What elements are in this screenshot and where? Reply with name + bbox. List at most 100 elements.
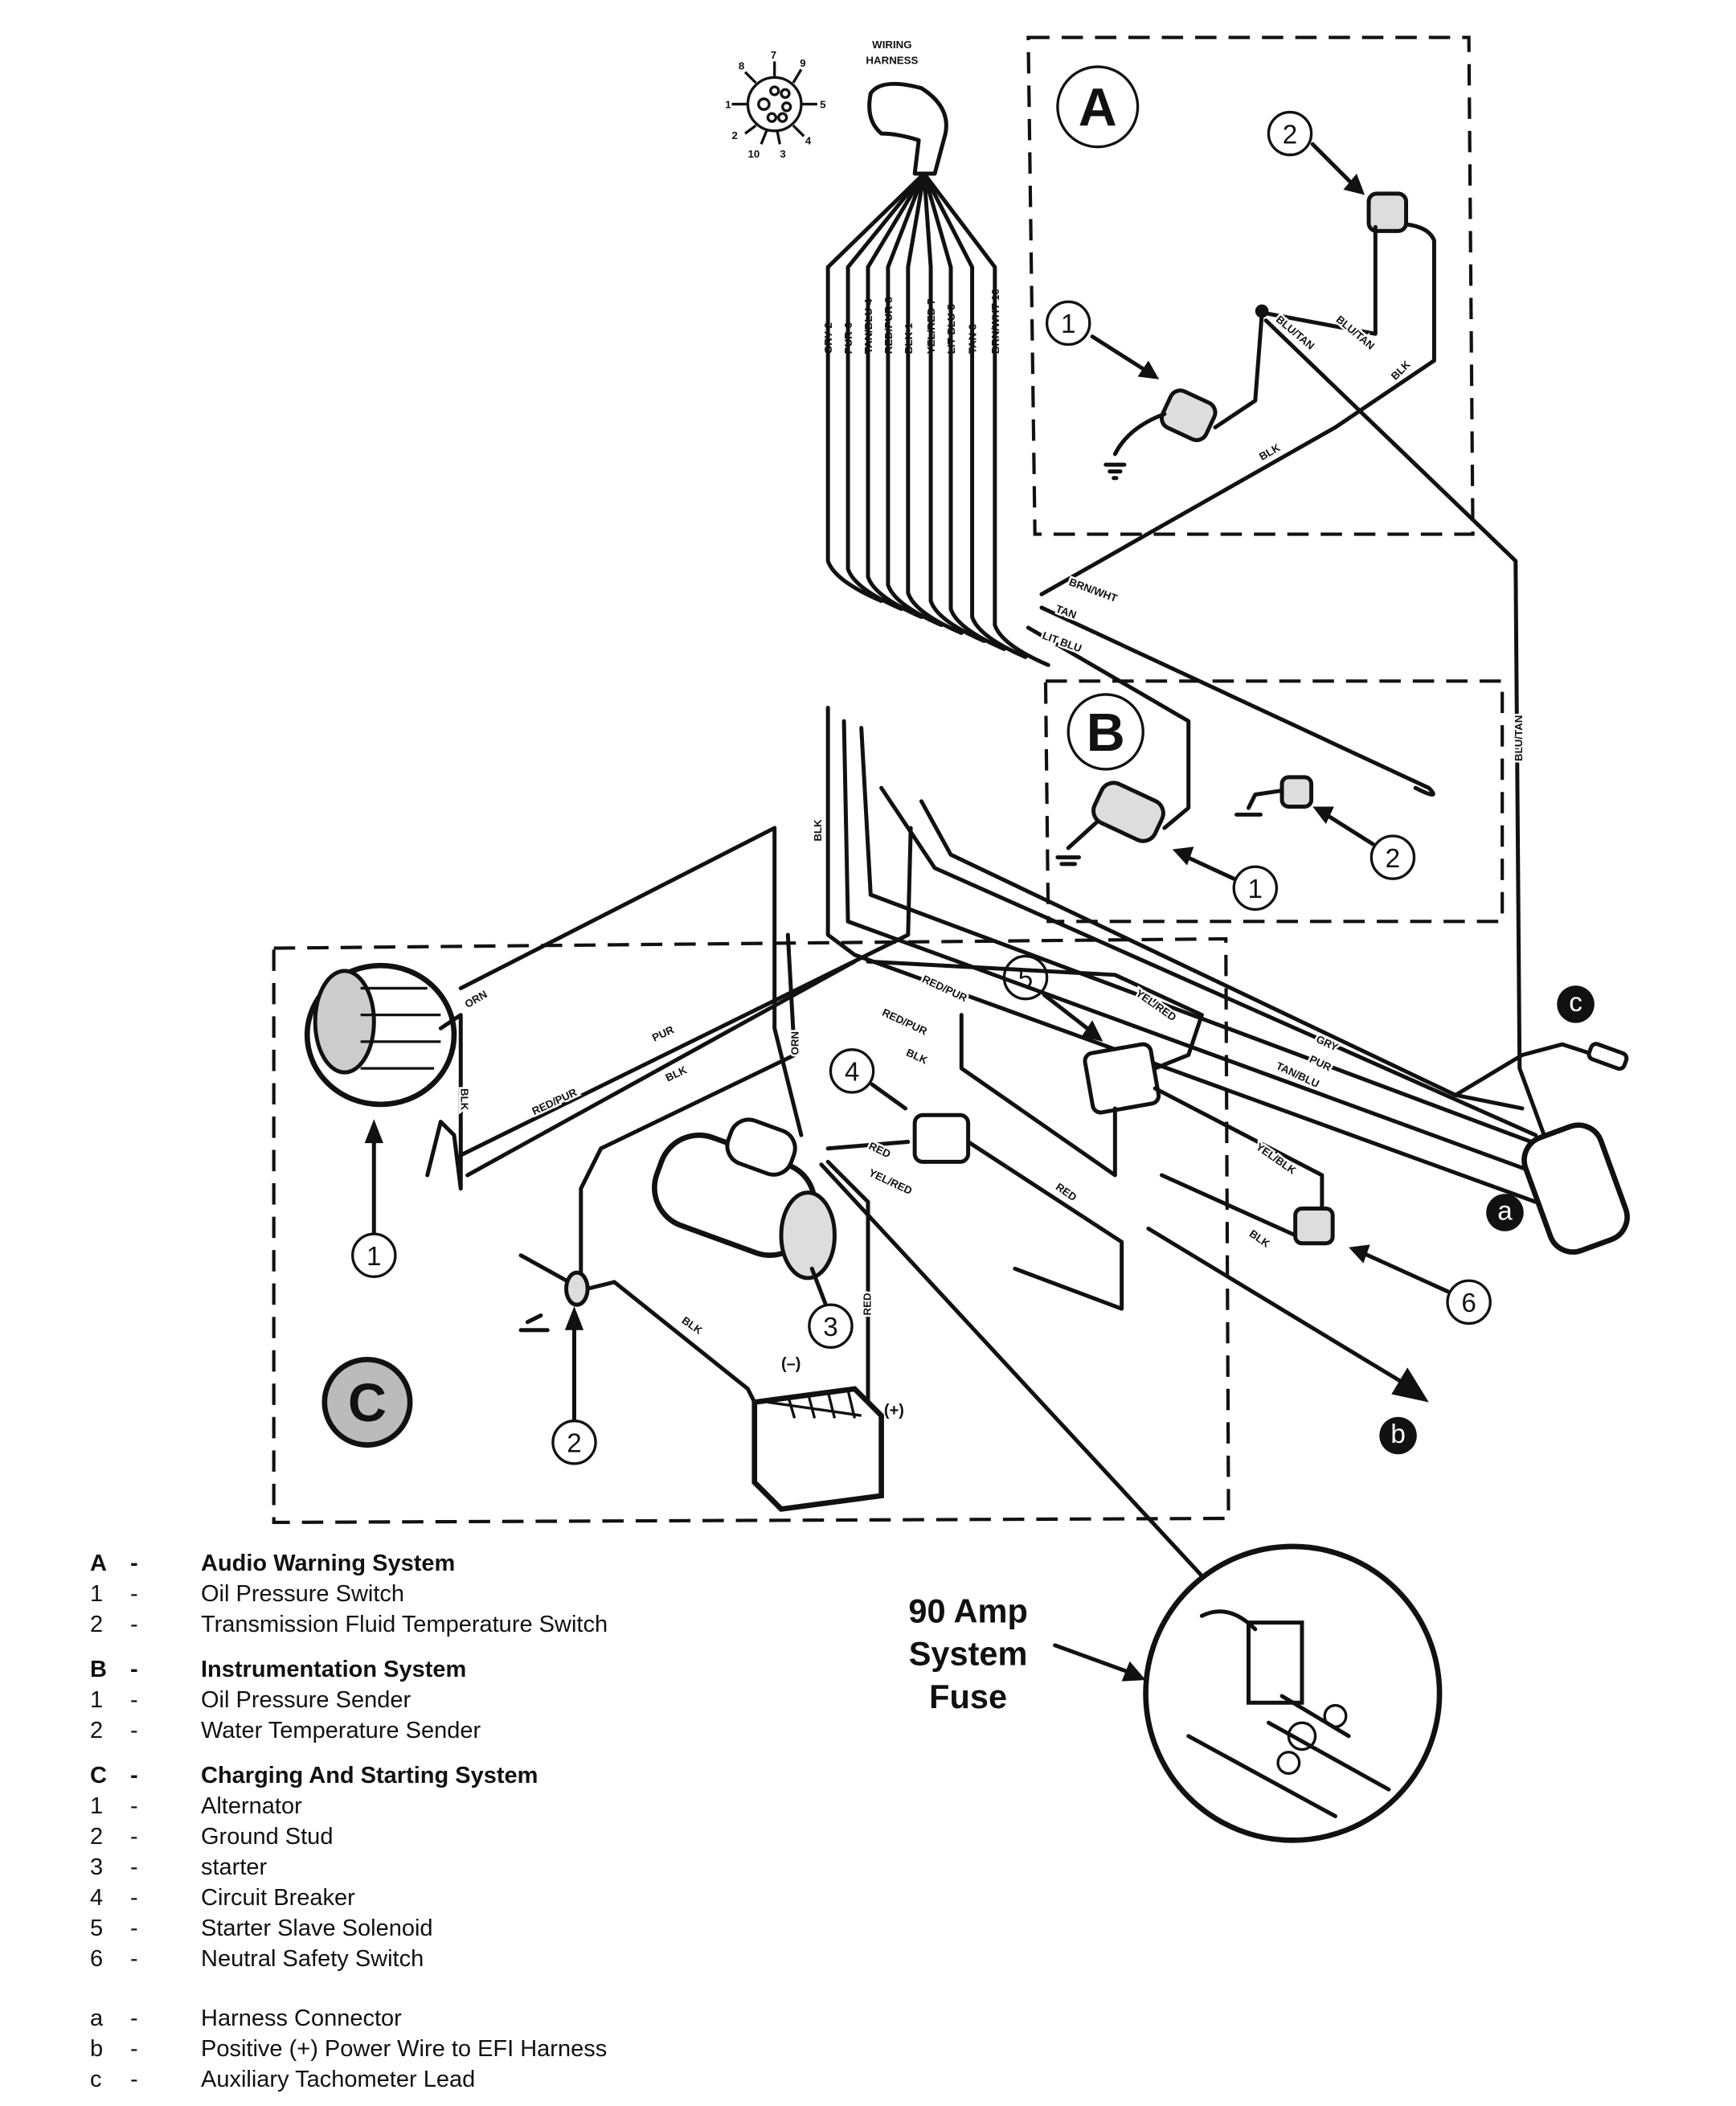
circuit-breaker	[825, 1112, 1124, 1311]
pin-label: 4	[805, 134, 812, 146]
callout-a1: 1	[1045, 300, 1160, 379]
legend-key: a	[90, 2006, 104, 2031]
harness-wire-label: RED/PUR 8	[882, 297, 895, 354]
legend-text: Transmission Fluid Temperature Switch	[201, 1612, 608, 1637]
fuse-label: 90 Amp	[908, 1592, 1027, 1630]
wire-label: PUR	[1308, 1053, 1333, 1074]
legend-text: Circuit Breaker	[201, 1885, 355, 1911]
fuse-label: Fuse	[929, 1678, 1007, 1715]
legend-item: 2- Ground Stud	[90, 1821, 608, 1852]
starter	[652, 1117, 837, 1280]
legend-item: 2-Water Temperature Sender	[90, 1715, 608, 1746]
wire-label: BRN/WHT	[1067, 576, 1119, 604]
legend-text: Oil Pressure Switch	[201, 1581, 405, 1607]
wire-label: TAN	[1054, 603, 1079, 621]
callout-b1: 1	[1172, 846, 1279, 912]
callout-number: 2	[567, 1428, 581, 1458]
legend-dash: -	[130, 1687, 138, 1713]
harness-wire	[906, 171, 964, 635]
callout-number: 1	[1061, 309, 1075, 339]
callout-number: 2	[1283, 120, 1297, 150]
legend-dash: -	[130, 1824, 138, 1850]
legend-key: 6	[90, 1946, 104, 1972]
legend-text: Starter Slave Solenoid	[201, 1915, 433, 1941]
legend-section-b: B-Instrumentation System	[90, 1654, 608, 1685]
legend-title: Audio Warning System	[201, 1551, 456, 1576]
legend-key: c	[90, 2067, 102, 2092]
harness-wire-label: GRY 2	[822, 322, 834, 354]
callout-a2: 2	[1267, 110, 1365, 195]
legend-key: 2	[90, 1824, 104, 1850]
harness-wire-label: TAN 3	[967, 324, 979, 354]
callout-letter: c	[1569, 988, 1582, 1018]
callout-number: 4	[845, 1058, 859, 1088]
harness-wire-label: LIT BLU 5	[945, 304, 957, 354]
wire-label: ORN	[463, 988, 489, 1010]
legend-item: 3-starter	[90, 1852, 608, 1883]
harness-wire	[922, 171, 987, 643]
callout-label: B	[1087, 703, 1125, 763]
starter-slave-solenoid	[866, 959, 1204, 1178]
legend-item: 2-Transmission Fluid Temperature Switch	[90, 1609, 608, 1640]
legend-dash: -	[130, 1581, 138, 1607]
section-a-box	[1026, 35, 1475, 536]
pin-label: 7	[771, 49, 776, 61]
harness-wire	[922, 171, 1028, 659]
section-c-callout: C	[321, 1356, 413, 1448]
legend-dash: -	[130, 1854, 138, 1880]
wire-label: YEL/RED	[867, 1166, 915, 1197]
wire-label: RED/PUR	[880, 1006, 929, 1038]
harness-wire-label: BRN/WHT 10	[989, 289, 1001, 354]
fuse-inset	[819, 1162, 1443, 1843]
legend-key: 1	[90, 1581, 104, 1607]
wire-bundle	[458, 826, 913, 1157]
battery-negative-label: (–)	[781, 1355, 800, 1373]
wire-label: BLK	[458, 1088, 470, 1111]
ground-stud	[518, 1253, 757, 1404]
wire-bundle	[879, 785, 1538, 1137]
callout-number: 3	[823, 1313, 837, 1342]
wire-label: BLK	[680, 1314, 705, 1337]
legend-dash: -	[130, 1763, 138, 1788]
legend-dash: -	[130, 1793, 138, 1819]
oil-pressure-sender	[1026, 625, 1191, 867]
wire-label: BLU/TAN	[1513, 715, 1525, 761]
wire-label: BLK	[904, 1047, 929, 1067]
callout-c2: 2	[551, 1305, 597, 1465]
harness-wire	[886, 171, 944, 628]
legend-key: 1	[90, 1687, 104, 1713]
wire-label: BLK	[1247, 1227, 1272, 1250]
legend-dash: -	[130, 2006, 138, 2031]
alternator	[304, 962, 463, 1191]
legend-text: Positive (+) Power Wire to EFI Harness	[201, 2036, 608, 2062]
pin-label: 9	[800, 57, 805, 69]
wire-label: BLK	[812, 819, 824, 842]
legend-text: Harness Connector	[201, 2006, 402, 2031]
harness-connector	[1453, 1042, 1630, 1255]
wire-label: ORN	[789, 1031, 801, 1055]
wire-label: LIT BLU	[1041, 629, 1083, 655]
wire-bundle	[919, 799, 1525, 1111]
harness-wire-label: BLK 1	[903, 322, 915, 354]
callout-c6: 6	[1349, 1244, 1492, 1325]
callout-number: 5	[1018, 964, 1033, 994]
harness-title: HARNESS	[866, 55, 918, 67]
legend-key: 5	[90, 1915, 104, 1941]
trans-temp-switch	[1039, 191, 1551, 1151]
legend-item: 4-Circuit Breaker	[90, 1883, 608, 1913]
callout-c: c	[1557, 985, 1595, 1023]
legend-key: C	[90, 1763, 107, 1788]
pin-label: 10	[747, 148, 760, 160]
legend-text: Ground Stud	[201, 1824, 334, 1850]
legend-text: Alternator	[201, 1793, 302, 1819]
legend-key: 2	[90, 1612, 104, 1637]
callout-letter: b	[1390, 1420, 1405, 1449]
legend-key: 4	[90, 1885, 104, 1911]
pin-label: 1	[725, 99, 731, 111]
callout-label: A	[1079, 79, 1117, 138]
oil-pressure-switch	[1103, 311, 1264, 481]
legend-item: 1-Oil Pressure Sender	[90, 1685, 608, 1715]
